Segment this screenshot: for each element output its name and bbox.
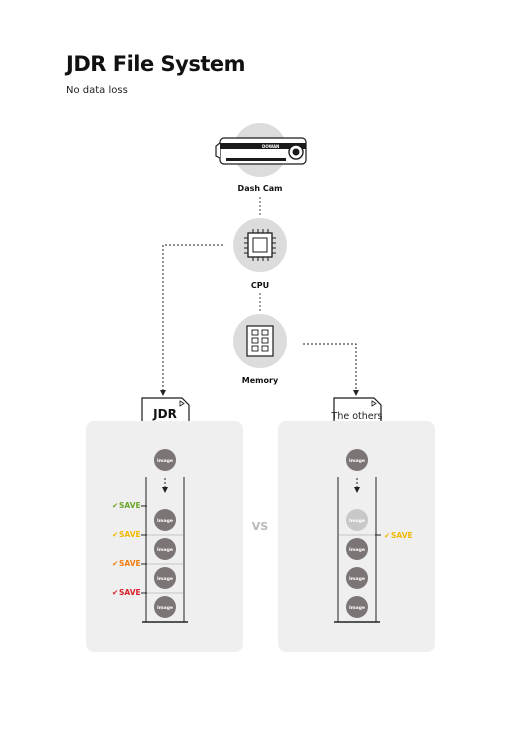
jdr-save-marker-red: ✔ SAVE <box>112 588 147 597</box>
memory-icon <box>246 325 274 357</box>
check-icon: ✔ <box>112 530 118 539</box>
cpu-icon <box>244 229 276 261</box>
dashcam-label: Dash Cam <box>238 184 283 193</box>
save-label: SAVE <box>119 588 141 597</box>
page-title: JDR File System <box>66 52 246 76</box>
cpu-label: CPU <box>251 281 269 290</box>
check-icon: ✔ <box>384 531 390 540</box>
jdr-saved-image-3: Image <box>154 567 176 589</box>
others-saved-image-2: Image <box>346 567 368 589</box>
save-label: SAVE <box>119 559 141 568</box>
others-card-label: The others <box>331 411 383 422</box>
jdr-saved-image-2: Image <box>154 538 176 560</box>
page-subtitle: No data loss <box>66 85 128 96</box>
others-incoming-image: Image <box>346 449 368 471</box>
save-label: SAVE <box>391 531 413 540</box>
jdr-panel <box>86 421 243 652</box>
jdr-saved-image-4: Image <box>154 596 176 618</box>
image-label: Image <box>349 605 365 611</box>
jdr-save-marker-yellow: ✔ SAVE <box>112 530 147 539</box>
image-label: Image <box>157 605 173 611</box>
camera-brand: DOWAN <box>262 144 279 149</box>
jdr-save-marker-green: ✔ SAVE <box>112 501 147 510</box>
save-label: SAVE <box>119 530 141 539</box>
image-label: Image <box>157 547 173 553</box>
jdr-save-marker-orange: ✔ SAVE <box>112 559 147 568</box>
image-label: Image <box>349 547 365 553</box>
memory-label: Memory <box>242 376 279 385</box>
jdr-incoming-image: Image <box>154 449 176 471</box>
image-label: Image <box>349 576 365 582</box>
others-saved-image-1: Image <box>346 538 368 560</box>
image-label: Image <box>157 518 173 524</box>
check-icon: ✔ <box>112 588 118 597</box>
check-icon: ✔ <box>112 501 118 510</box>
check-icon: ✔ <box>112 559 118 568</box>
image-label: Image <box>157 458 173 464</box>
dashcam-icon: DOWAN <box>215 137 307 165</box>
save-label: SAVE <box>119 501 141 510</box>
vs-label: VS <box>252 520 269 533</box>
others-panel <box>278 421 435 652</box>
others-save-marker-yellow: ✔ SAVE <box>375 531 413 540</box>
arrow-cpu-to-jdr <box>160 244 223 396</box>
jdr-storage-column <box>142 477 188 623</box>
others-lost-image: Image <box>346 509 368 531</box>
image-label: Image <box>157 576 173 582</box>
image-label: Image <box>349 458 365 464</box>
image-label: Image <box>349 518 365 524</box>
others-storage-column <box>334 477 380 623</box>
jdr-saved-image-1: Image <box>154 509 176 531</box>
jdr-card-label: JDR <box>152 407 177 421</box>
others-saved-image-3: Image <box>346 596 368 618</box>
arrow-memory-to-others <box>303 343 359 396</box>
